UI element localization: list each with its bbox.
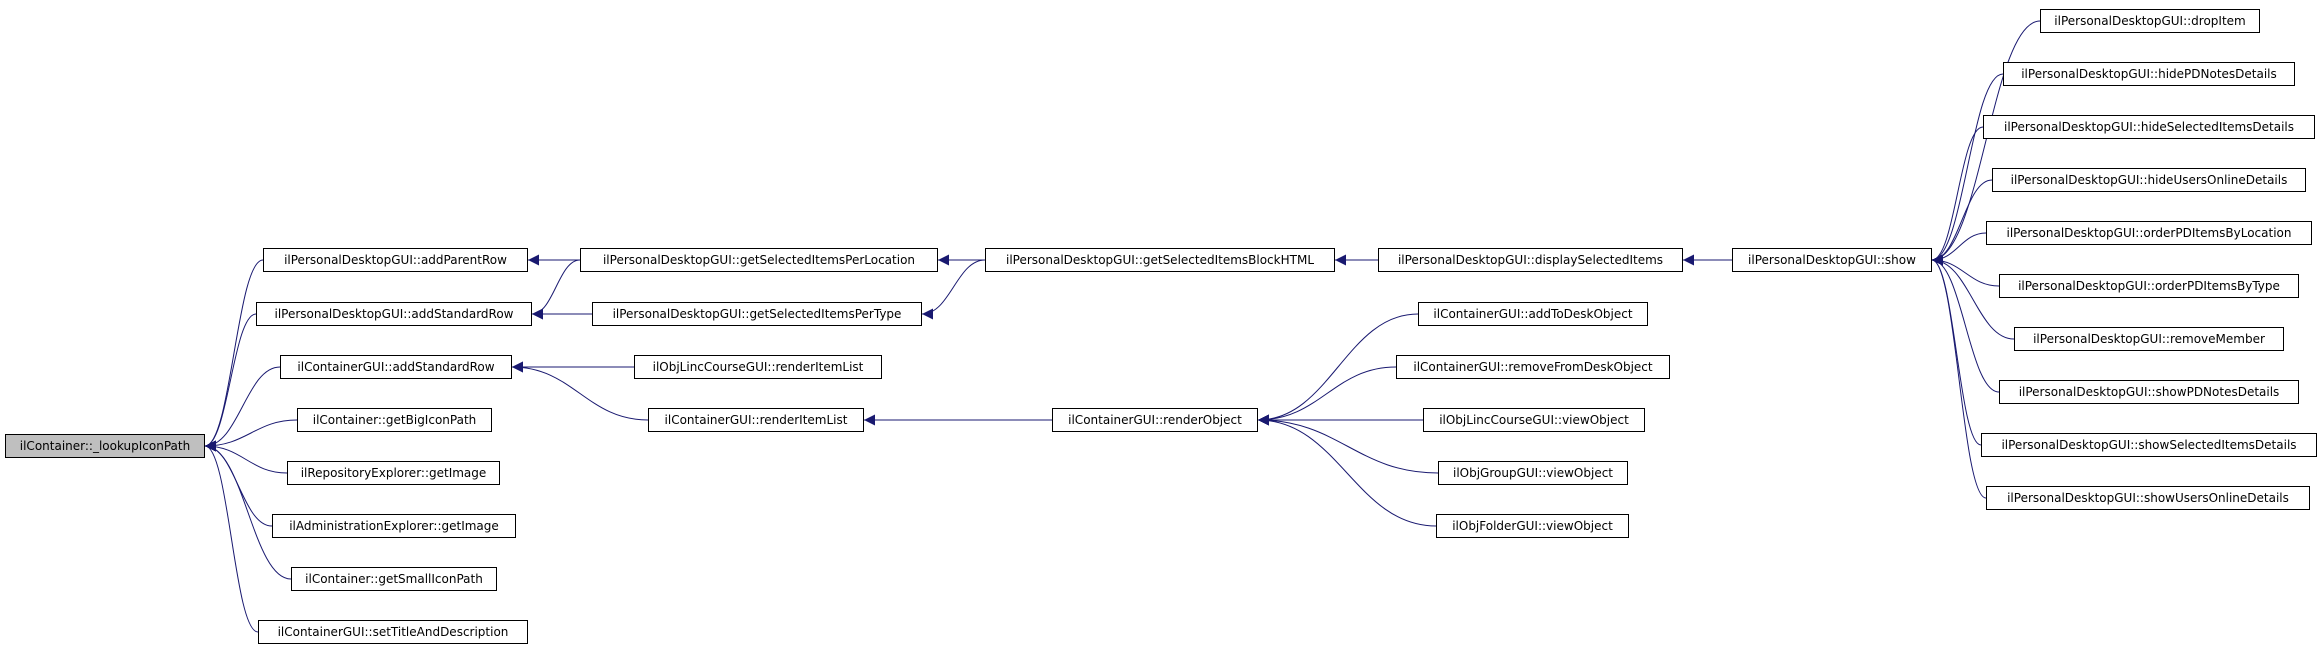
edge-addParentRow-to-root <box>204 259 264 452</box>
node-get-small-icon-path[interactable]: ilContainer::getSmallIconPath <box>291 567 497 591</box>
edge-addStandardRowPD-to-root <box>204 313 257 452</box>
edge-removeMember-to-show <box>1931 254 2015 340</box>
edge-showPDNotesDetails-to-show <box>1931 254 2000 393</box>
node-get-big-icon-path[interactable]: ilContainer::getBigIconPath <box>297 408 492 432</box>
node-order-pd-items-by-type[interactable]: ilPersonalDesktopGUI::orderPDItemsByType <box>1999 274 2299 298</box>
edge-hidePDNotesDetails-to-show <box>1931 73 2004 266</box>
edge-dropItem-to-show <box>1931 20 2041 266</box>
edge-getSelectedItemsPerLocation-to-addStandardRowPD <box>531 259 581 320</box>
node-hide-pd-notes-details[interactable]: ilPersonalDesktopGUI::hidePDNotesDetails <box>2003 62 2295 86</box>
node-linc-view-object[interactable]: ilObjLincCourseGUI::viewObject <box>1423 408 1645 432</box>
edge-hideSelectedItemsDetails-to-show <box>1931 126 1984 266</box>
edge-showUsersOnlineDetails-to-show <box>1931 254 1987 499</box>
node-administration-explorer-get-image[interactable]: ilAdministrationExplorer::getImage <box>272 514 516 538</box>
edge-setTitleAndDescription-to-root <box>204 440 259 633</box>
node-hide-users-online-details[interactable]: ilPersonalDesktopGUI::hideUsersOnlineDet… <box>1992 168 2306 192</box>
node-pd-add-parent-row[interactable]: ilPersonalDesktopGUI::addParentRow <box>263 248 528 272</box>
edge-getSelectedItemsBlockHTML-to-getSelectedItemsPerType <box>921 259 986 320</box>
node-show[interactable]: ilPersonalDesktopGUI::show <box>1732 248 1932 272</box>
edge-contRenderItemList-to-addStandardRowCont <box>511 361 649 421</box>
node-get-selected-items-block-html[interactable]: ilPersonalDesktopGUI::getSelectedItemsBl… <box>985 248 1335 272</box>
node-display-selected-items[interactable]: ilPersonalDesktopGUI::displaySelectedIte… <box>1378 248 1683 272</box>
edge-removeFromDeskObject-to-renderObject <box>1257 366 1397 426</box>
node-group-view-object[interactable]: ilObjGroupGUI::viewObject <box>1438 461 1628 485</box>
node-set-title-and-description[interactable]: ilContainerGUI::setTitleAndDescription <box>258 620 528 644</box>
node-hide-selected-items-details[interactable]: ilPersonalDesktopGUI::hideSelectedItemsD… <box>1983 115 2315 139</box>
node-get-selected-items-per-location[interactable]: ilPersonalDesktopGUI::getSelectedItemsPe… <box>580 248 938 272</box>
node-show-pd-notes-details[interactable]: ilPersonalDesktopGUI::showPDNotesDetails <box>1999 380 2299 404</box>
edge-groupViewObject-to-renderObject <box>1257 414 1439 474</box>
node-add-to-desk-object[interactable]: ilContainerGUI::addToDeskObject <box>1418 302 1648 326</box>
edge-orderPDItemsByType-to-show <box>1931 254 2000 287</box>
node-get-selected-items-per-type[interactable]: ilPersonalDesktopGUI::getSelectedItemsPe… <box>592 302 922 326</box>
node-show-selected-items-details[interactable]: ilPersonalDesktopGUI::showSelectedItemsD… <box>1981 433 2317 457</box>
edge-getBigIconPath-to-root <box>204 419 298 452</box>
node-cont-add-standard-row[interactable]: ilContainerGUI::addStandardRow <box>280 355 512 379</box>
node-folder-view-object[interactable]: ilObjFolderGUI::viewObject <box>1436 514 1629 538</box>
node-root-lookup-icon-path[interactable]: ilContainer::_lookupIconPath <box>5 434 205 458</box>
edge-repoGetImage-to-root <box>204 440 288 474</box>
node-pd-add-standard-row[interactable]: ilPersonalDesktopGUI::addStandardRow <box>256 302 532 326</box>
node-render-object[interactable]: ilContainerGUI::renderObject <box>1052 408 1258 432</box>
edge-addToDeskObject-to-renderObject <box>1257 313 1419 426</box>
node-remove-from-desk-object[interactable]: ilContainerGUI::removeFromDeskObject <box>1396 355 1670 379</box>
edge-folderViewObject-to-renderObject <box>1257 414 1437 527</box>
node-remove-member[interactable]: ilPersonalDesktopGUI::removeMember <box>2014 327 2284 351</box>
node-cont-render-item-list[interactable]: ilContainerGUI::renderItemList <box>648 408 864 432</box>
node-show-users-online-details[interactable]: ilPersonalDesktopGUI::showUsersOnlineDet… <box>1986 486 2310 510</box>
node-drop-item[interactable]: ilPersonalDesktopGUI::dropItem <box>2040 9 2260 33</box>
node-order-pd-items-by-location[interactable]: ilPersonalDesktopGUI::orderPDItemsByLoca… <box>1986 221 2312 245</box>
edge-getSmallIconPath-to-root <box>204 440 292 580</box>
node-repository-explorer-get-image[interactable]: ilRepositoryExplorer::getImage <box>287 461 500 485</box>
node-linc-render-item-list[interactable]: ilObjLincCourseGUI::renderItemList <box>634 355 882 379</box>
